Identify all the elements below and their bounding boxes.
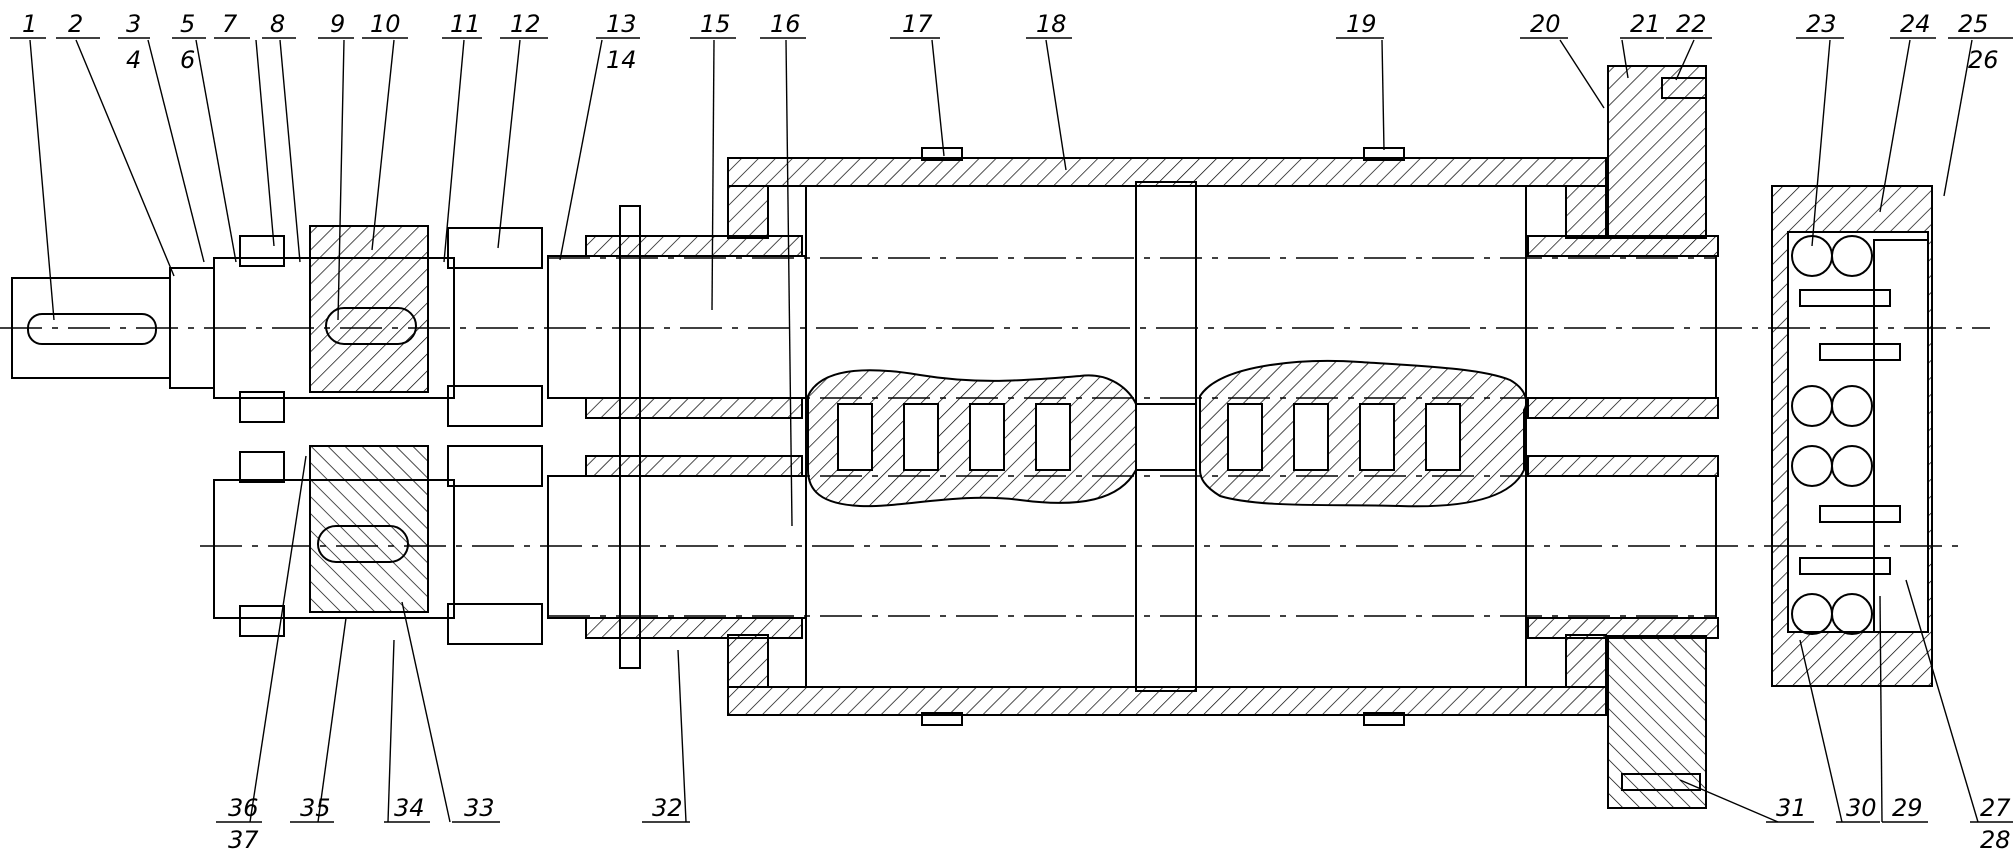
callout-13: 13 [606, 10, 637, 38]
flange-left [619, 205, 641, 669]
callout-35: 35 [300, 794, 331, 822]
callout-37: 37 [228, 826, 259, 853]
callout-24: 24 [1900, 10, 1931, 38]
callout-3: 3 [126, 10, 141, 38]
callout-17: 17 [902, 10, 933, 38]
callout-6: 6 [180, 46, 195, 74]
drive-flange-bottom [1607, 635, 1707, 809]
pin-31 [1621, 773, 1701, 791]
callout-12: 12 [510, 10, 541, 38]
callout-8: 8 [270, 10, 285, 38]
callout-28: 28 [1980, 826, 2011, 853]
callout-5: 5 [180, 10, 195, 38]
housing-boss-left [921, 147, 963, 161]
lower-shaft-main [547, 475, 807, 619]
drive-flange [1607, 65, 1707, 239]
upper-shaft-main [547, 255, 807, 399]
callout-7: 7 [222, 10, 238, 38]
housing-right-cap-bottom [1565, 634, 1607, 688]
callout-36: 36 [228, 794, 259, 822]
upper-shaft-journal [1525, 255, 1717, 399]
ball-bearings [1791, 235, 1873, 635]
callout-20: 20 [1530, 10, 1561, 38]
callout-10: 10 [370, 10, 401, 38]
callout-32: 32 [652, 794, 683, 822]
housing-boss-left-bottom [921, 712, 963, 726]
right-bearing-cavity [1787, 231, 1929, 633]
callout-30: 30 [1846, 794, 1877, 822]
housing-right-cap-top [1565, 185, 1607, 239]
input-shaft-key [27, 313, 157, 345]
callout-15: 15 [700, 10, 731, 38]
housing-left-cap-top [727, 185, 769, 239]
pin-22 [1661, 77, 1707, 99]
callout-27: 27 [1980, 794, 2011, 822]
end-cover [1873, 239, 1929, 633]
callout-33: 33 [464, 794, 495, 822]
callout-2: 2 [68, 10, 83, 38]
lower-shaft-journal [1525, 475, 1717, 619]
housing-boss-right-bottom [1363, 712, 1405, 726]
callout-1: 1 [22, 10, 37, 38]
leader-lines [29, 39, 1979, 823]
callout-16: 16 [770, 10, 801, 38]
gear-lower [309, 445, 429, 613]
seals-left [585, 235, 1719, 639]
callout-25: 25 [1958, 10, 1989, 38]
callout-18: 18 [1036, 10, 1067, 38]
callout-34: 34 [394, 794, 425, 822]
callout-22: 22 [1676, 10, 1707, 38]
callout-29: 29 [1892, 794, 1923, 822]
callout-4: 4 [126, 46, 141, 74]
callout-11: 11 [450, 10, 481, 38]
callout-21: 21 [1630, 10, 1661, 38]
callout-9: 9 [330, 10, 345, 38]
callout-26: 26 [1968, 46, 1999, 74]
callout-labels: 1 2 3 4 5 6 7 8 9 10 11 12 13 14 15 16 1… [22, 10, 2011, 853]
callout-31: 31 [1776, 794, 1807, 822]
bearings-left [239, 227, 543, 645]
housing-left-cap-bottom [727, 634, 769, 688]
geometry [0, 65, 1990, 809]
bolts-right [1799, 289, 1901, 575]
label-underlines [10, 37, 2013, 823]
callout-23: 23 [1806, 10, 1837, 38]
rotor-teeth [837, 403, 1461, 471]
callout-14: 14 [606, 46, 637, 74]
gear-upper [309, 225, 429, 393]
callout-19: 19 [1346, 10, 1377, 38]
